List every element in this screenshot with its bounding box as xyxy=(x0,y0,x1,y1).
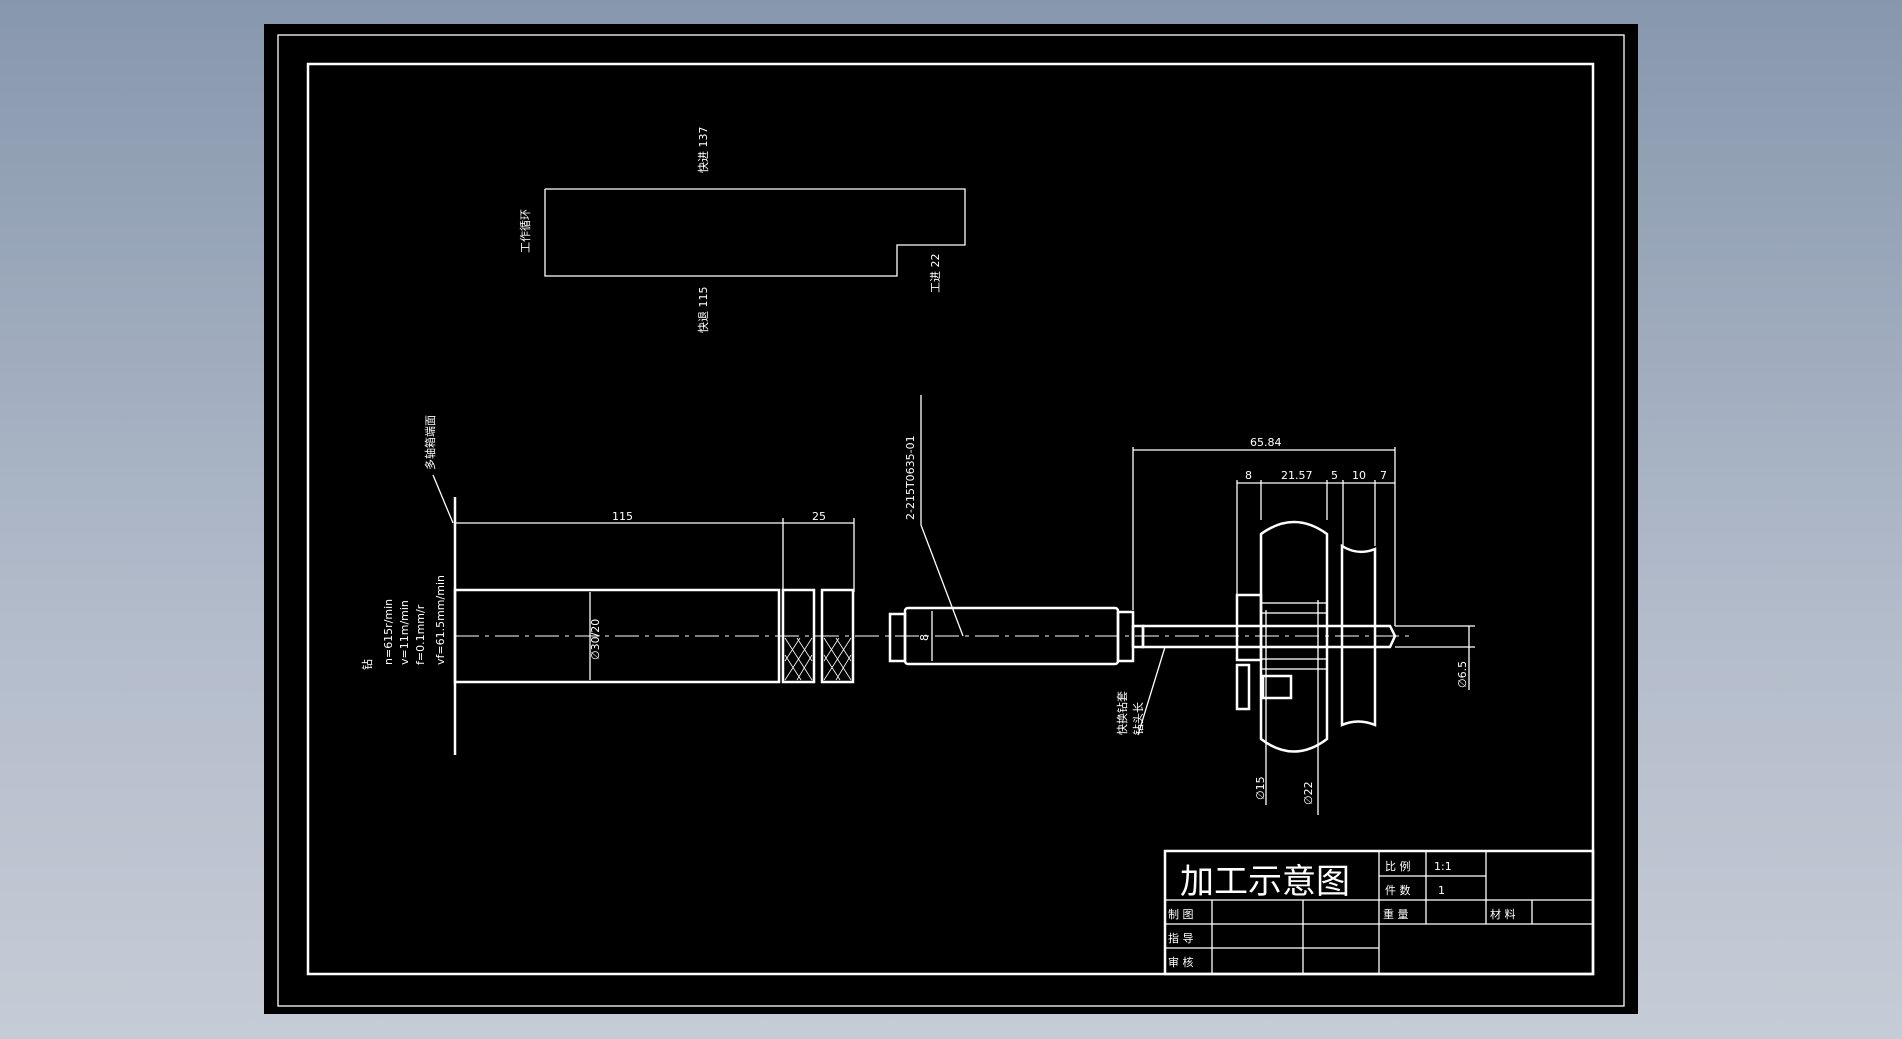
quantity-value: 1 xyxy=(1438,884,1445,897)
work-feed-label: 工进 22 xyxy=(929,254,942,294)
drawing-title: 加工示意图 xyxy=(1180,862,1350,902)
dim-25: 25 xyxy=(812,510,826,523)
checked-by-label: 审 核 xyxy=(1168,955,1194,969)
drawn-by-label: 制 图 xyxy=(1168,908,1194,921)
work-cycle-diagram: 快进 137 工作循环 工进 22 快退 115 xyxy=(519,127,966,334)
material-label: 材 料 xyxy=(1490,907,1516,921)
param-feed: f=0.1mm/r xyxy=(414,604,427,665)
rapid-return-label: 快退 115 xyxy=(697,287,710,334)
scale-label: 比 例 xyxy=(1385,859,1411,873)
title-block: 加工示意图 比 例 1:1 件 数 1 重 量 材 料 制 图 指 导 审 核 xyxy=(1163,849,1595,976)
part-number-label: 2-215T0635-01 xyxy=(904,435,917,520)
work-cycle-label: 工作循环 xyxy=(519,209,532,253)
param-speed: n=615r/min xyxy=(382,599,395,665)
quantity-label: 件 数 xyxy=(1385,884,1411,897)
dim-8: 8 xyxy=(918,634,931,641)
param-cutting-speed: v=11m/min xyxy=(398,600,411,665)
drawing-sheet xyxy=(264,24,1638,1014)
rapid-forward-label: 快进 137 xyxy=(697,127,710,174)
dim-10: 10 xyxy=(1352,469,1366,482)
param-operation: 钻 xyxy=(360,659,374,670)
inner-frame xyxy=(306,62,1595,976)
dim-dia-30-20: ∅30/20 xyxy=(589,619,602,660)
drill-length-label: 钻头长 xyxy=(1131,702,1145,735)
bushing-label: 快换钻套 xyxy=(1115,691,1129,735)
supervisor-label: 指 导 xyxy=(1168,931,1194,945)
dim-dia-6-5: ∅6.5 xyxy=(1456,661,1469,688)
outer-frame xyxy=(277,34,1625,1007)
param-feed-rate: vf=61.5mm/min xyxy=(434,575,447,665)
dim-65-84: 65.84 xyxy=(1250,436,1282,449)
dim-7: 7 xyxy=(1380,469,1387,482)
dim-dia-22: ∅22 xyxy=(1302,781,1315,805)
dim-dia-15: ∅15 xyxy=(1254,776,1267,800)
spindle-face-label: 多轴箱端面 xyxy=(423,415,437,470)
dim-21-57: 21.57 xyxy=(1281,469,1313,482)
dim-5: 5 xyxy=(1331,469,1338,482)
weight-label: 重 量 xyxy=(1383,907,1409,921)
dim-8-bush: 8 xyxy=(1245,469,1252,482)
scale-value: 1:1 xyxy=(1434,860,1452,873)
fixture-section: 65.84 8 21.57 5 10 7 ∅6.5 ∅15 ∅22 快换钻套 钻… xyxy=(455,436,1475,815)
dim-115: 115 xyxy=(612,510,633,523)
spindle-assembly: 多轴箱端面 钻 n=615r/min v=11m/min f=0.1mm/r v… xyxy=(360,395,1145,755)
